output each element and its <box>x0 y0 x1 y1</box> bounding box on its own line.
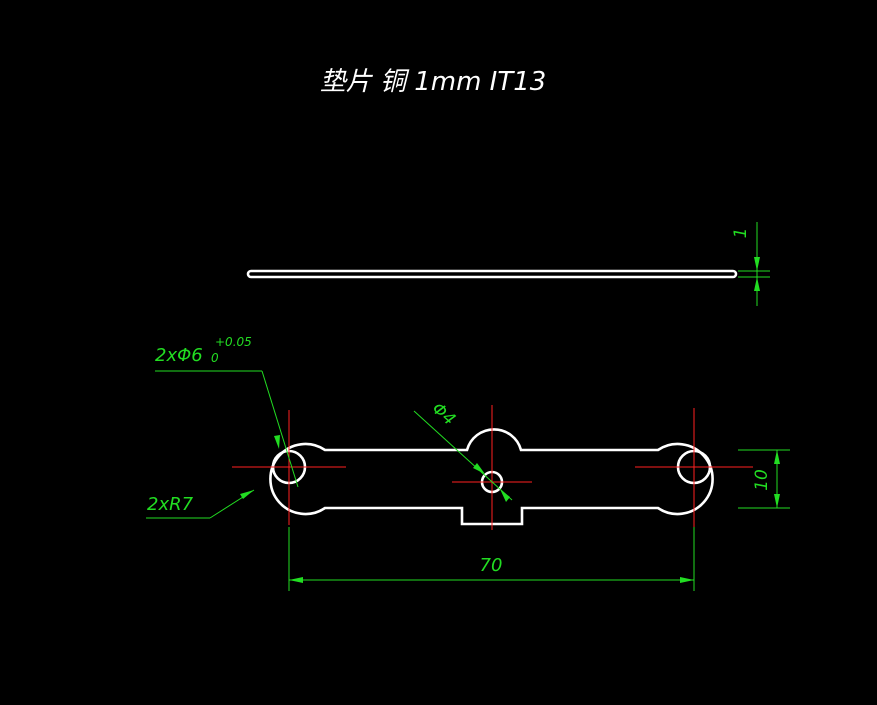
height-label: 10 <box>752 469 772 491</box>
tolerance-upper: +0.05 <box>215 335 252 349</box>
centerlines <box>232 405 753 530</box>
radius-leader: 2xR7 <box>146 489 255 519</box>
side-view-plate <box>246 269 738 279</box>
large-hole-label: 2xΦ6 <box>155 345 203 366</box>
tolerance-lower: 0 <box>211 351 219 365</box>
small-hole-label: Φ4 <box>428 399 459 430</box>
thickness-dimension: 1 <box>731 222 770 306</box>
height-dimension: 10 <box>738 449 790 509</box>
radius-label: 2xR7 <box>147 494 194 515</box>
length-dimension: 70 <box>288 527 695 591</box>
length-label: 70 <box>480 555 503 576</box>
drawing-title: 垫片 铜 1mm IT13 <box>320 67 547 97</box>
thickness-label: 1 <box>731 228 751 239</box>
large-hole-leader: 2xΦ6 +0.05 0 <box>155 335 299 488</box>
plate-outline <box>269 428 714 526</box>
